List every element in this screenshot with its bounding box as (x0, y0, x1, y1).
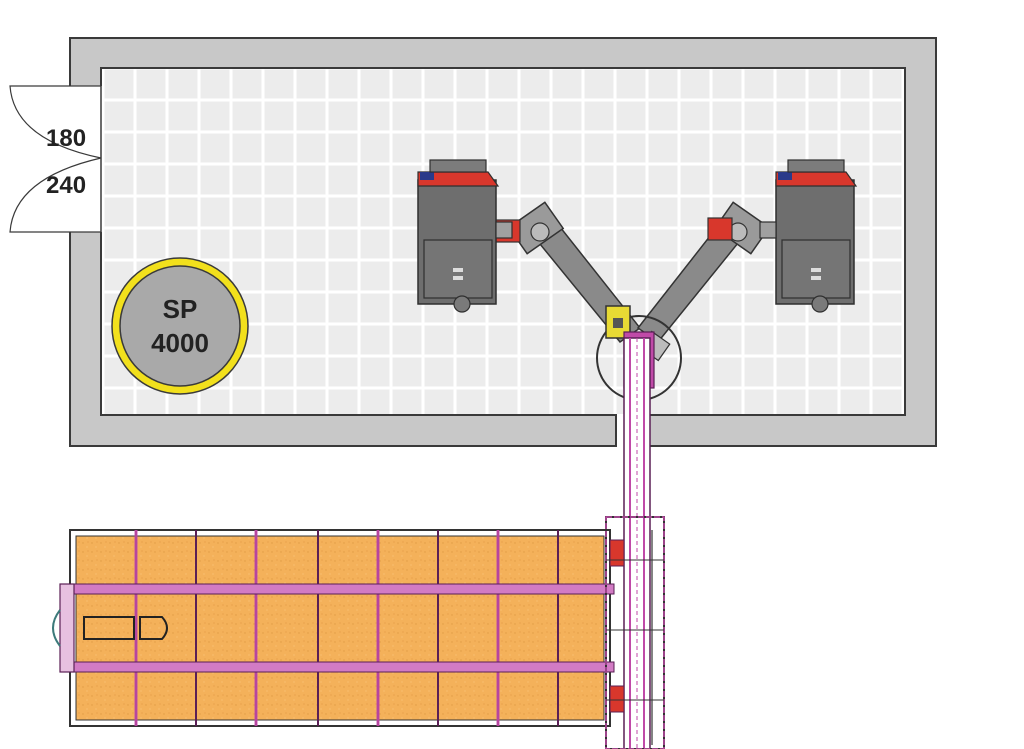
storage-tank: SP 4000 (111, 257, 249, 395)
door-height-label: 240 (46, 172, 86, 199)
door: 180 240 (9, 85, 103, 233)
auger-conveyor (623, 337, 651, 749)
fuel-store-icon (52, 516, 665, 749)
door-width-label: 180 (46, 125, 86, 152)
boiler-left-icon (417, 159, 513, 313)
auger-arm-right-icon (636, 201, 771, 362)
tank-label-line2: 4000 (151, 328, 209, 358)
boiler-right-icon (759, 159, 858, 313)
tank-label-line1: SP (163, 294, 198, 324)
